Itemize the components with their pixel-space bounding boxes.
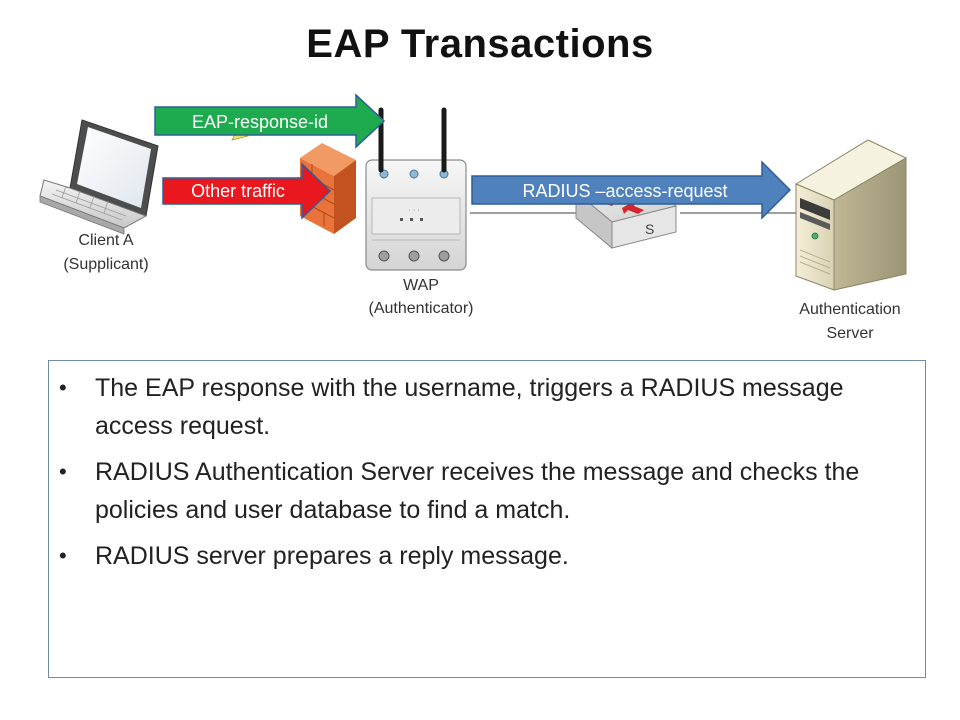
server-icon bbox=[794, 139, 908, 291]
network-diagram: Client A (Supplicant) bbox=[39, 93, 908, 342]
wireless-access-point-icon: · · · bbox=[365, 107, 467, 271]
bullet-content-box: • The EAP response with the username, tri… bbox=[48, 360, 926, 678]
firewall-icon bbox=[299, 143, 356, 234]
authenticator-label: (Authenticator) bbox=[369, 300, 474, 317]
bullet-text: RADIUS server prepares a reply message. bbox=[95, 542, 569, 570]
bullet-dot: • bbox=[59, 543, 67, 568]
radius-request-label: RADIUS –access-request bbox=[522, 181, 727, 201]
bullet-dot: • bbox=[59, 375, 67, 400]
slide-title: EAP Transactions bbox=[306, 22, 654, 66]
eap-response-label: EAP-response-id bbox=[192, 112, 328, 132]
auth-server-label: Authentication bbox=[799, 301, 900, 318]
svg-text:· · ·: · · · bbox=[409, 207, 420, 214]
bullet-dot: • bbox=[59, 459, 67, 484]
bullet-text: RADIUS Authentication Server receives th… bbox=[95, 458, 860, 524]
bullet-text: The EAP response with the username, trig… bbox=[95, 374, 844, 440]
other-traffic-arrow: Other traffic bbox=[162, 162, 332, 220]
supplicant-label: (Supplicant) bbox=[63, 256, 148, 273]
bullet-item: • The EAP response with the username, tri… bbox=[59, 369, 901, 445]
wap-label: WAP bbox=[403, 277, 439, 294]
client-label: Client A bbox=[78, 232, 133, 249]
switch-letter: S bbox=[645, 221, 654, 237]
other-traffic-label: Other traffic bbox=[191, 181, 285, 201]
eap-response-arrow: EAP-response-id bbox=[154, 93, 386, 149]
radius-request-arrow: RADIUS –access-request bbox=[471, 160, 792, 220]
server-label: Server bbox=[826, 325, 874, 342]
bullet-list: • The EAP response with the username, tri… bbox=[49, 361, 925, 575]
bullet-item: • RADIUS server prepares a reply message. bbox=[59, 537, 901, 575]
laptop-icon bbox=[39, 119, 159, 235]
bullet-item: • RADIUS Authentication Server receives t… bbox=[59, 453, 901, 529]
